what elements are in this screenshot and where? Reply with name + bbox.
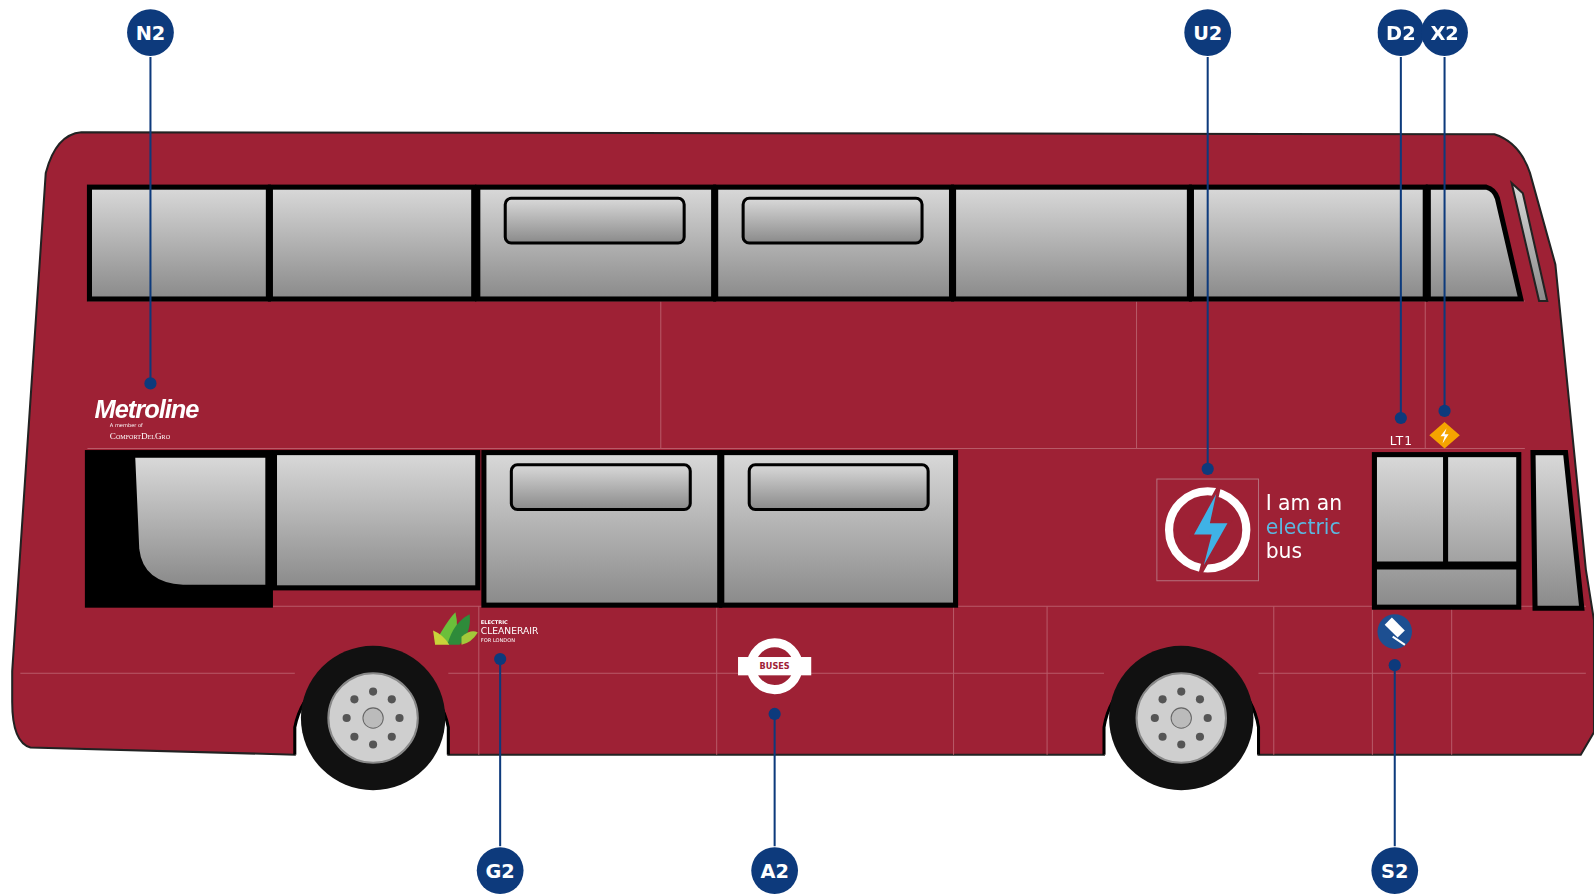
leader-lines [150,57,1444,846]
callout-number: X2 [1430,21,1458,43]
logo-subtitle: A member of [110,422,143,428]
roundel-text: BUSES [760,662,790,671]
callout-number: S2 [1381,859,1408,881]
callout-circle: G2 [477,847,524,894]
upper-windows [89,187,1520,299]
wheel-stud [350,695,358,703]
wheel-stud [1159,733,1167,741]
callout-number: G2 [485,859,514,881]
wheels [295,646,1259,790]
leader-dots [144,377,1450,720]
operator-logo: Metroline [95,395,199,424]
bus-body [12,132,1594,754]
callout-number: N2 [136,21,166,43]
callout-number: U2 [1193,21,1222,43]
wheel-stud [1177,740,1185,748]
callout-circle: N2 [127,9,174,56]
electric-warning-diamond [1429,422,1459,448]
logo-text: CLEANERAIR [481,625,538,635]
wheel-stud [343,714,351,722]
wheel-stud [395,714,403,722]
cleaner-air-leaves [433,612,478,645]
lower-windows [87,453,1581,609]
roundel-bar: BUSES [738,657,811,675]
wheel-stud [350,733,358,741]
wheel-stud [1196,733,1204,741]
wheel-stud [1196,695,1204,703]
callout-circle: D2 [1377,9,1424,56]
wheel-stud [1204,714,1212,722]
group-logo: ComfortDelGro [110,431,170,441]
electric-bus-logo [1157,479,1259,581]
bolt [1440,428,1448,443]
wheel-stud [369,688,377,696]
ramp-icon [1385,617,1405,637]
fleet-code: LT1 [1390,434,1413,448]
wheel-stud [1151,714,1159,722]
electric-bus-slogan: I am an electric bus [1266,490,1360,563]
callout-circle: X2 [1421,9,1468,56]
front-upper-window [1512,183,1548,301]
logo-text: ELECTRIC [481,619,508,625]
wheel-stud [1177,688,1185,696]
callout-number: A2 [760,859,788,881]
panel-lines [20,301,1586,755]
callout-number: D2 [1386,21,1415,43]
callout-circle: S2 [1371,847,1418,894]
ramp-icon-line [1393,637,1405,645]
wheel-stud [369,740,377,748]
callout-circle: U2 [1184,9,1231,56]
wheel-stud [388,695,396,703]
wheel-stud [1159,695,1167,703]
callout-circle: A2 [751,847,798,894]
logo-text: FOR LONDON [481,637,515,643]
accessibility-sign [1377,614,1412,649]
wheel-stud [388,733,396,741]
